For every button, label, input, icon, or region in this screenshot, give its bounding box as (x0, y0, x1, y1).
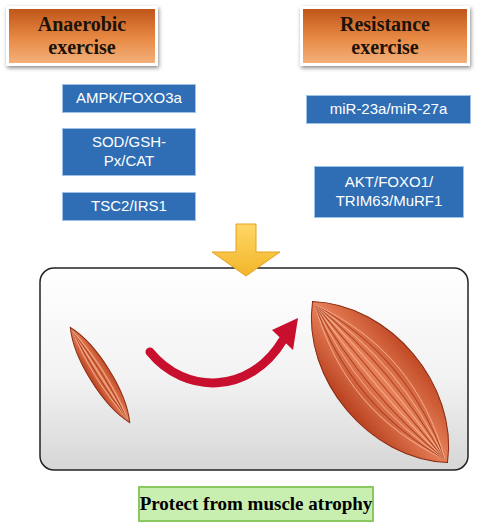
growth-arrowhead (272, 318, 298, 350)
muscle-fiber (71, 331, 128, 420)
muscle-fiber (72, 328, 131, 419)
muscle-fiber (72, 331, 127, 419)
node-label: AKT/FOXO1/ TRIM63/MuRF1 (321, 173, 457, 211)
exercise-header: Resistance exercise (300, 6, 470, 66)
muscle-body (61, 322, 138, 428)
node-label: Anaerobic exercise (15, 13, 149, 59)
exercise-header: Anaerobic exercise (6, 6, 158, 66)
large-muscle (279, 274, 479, 491)
muscle-fiber (315, 302, 448, 460)
pathway-box: AMPK/FOXO3a (62, 84, 196, 113)
muscle-fiber (304, 305, 445, 469)
muscle-fiber (69, 331, 128, 422)
muscle-fiber (297, 305, 445, 475)
down-arrow (212, 224, 280, 276)
node-label: Resistance exercise (309, 13, 461, 59)
muscle-fiber (308, 305, 445, 466)
pathway-box: miR-23a/miR-27a (306, 95, 471, 124)
node-label: AMPK/FOXO3a (76, 89, 182, 108)
node-label: TSC2/IRS1 (91, 197, 167, 216)
node-label: Protect from muscle atrophy (140, 493, 373, 515)
muscle-fiber (315, 299, 452, 460)
muscle-fiber (311, 305, 444, 463)
muscle-fiber (301, 305, 445, 472)
node-label: miR-23a/miR-27a (330, 100, 448, 119)
outcome-box: Protect from muscle atrophy (138, 486, 374, 522)
muscle-fiber (315, 290, 463, 460)
muscle-fiber (315, 293, 459, 460)
node-label: SOD/GSH-Px/CAT (69, 133, 189, 171)
pathway-box: SOD/GSH-Px/CAT (62, 128, 196, 176)
pathway-box: AKT/FOXO1/ TRIM63/MuRF1 (314, 166, 464, 218)
pathway-box: TSC2/IRS1 (62, 192, 196, 221)
muscle-fiber (72, 330, 129, 419)
small-muscle (61, 322, 138, 428)
growth-arrow (150, 340, 283, 383)
muscle-fiber (315, 305, 445, 460)
muscle-body (279, 274, 479, 491)
